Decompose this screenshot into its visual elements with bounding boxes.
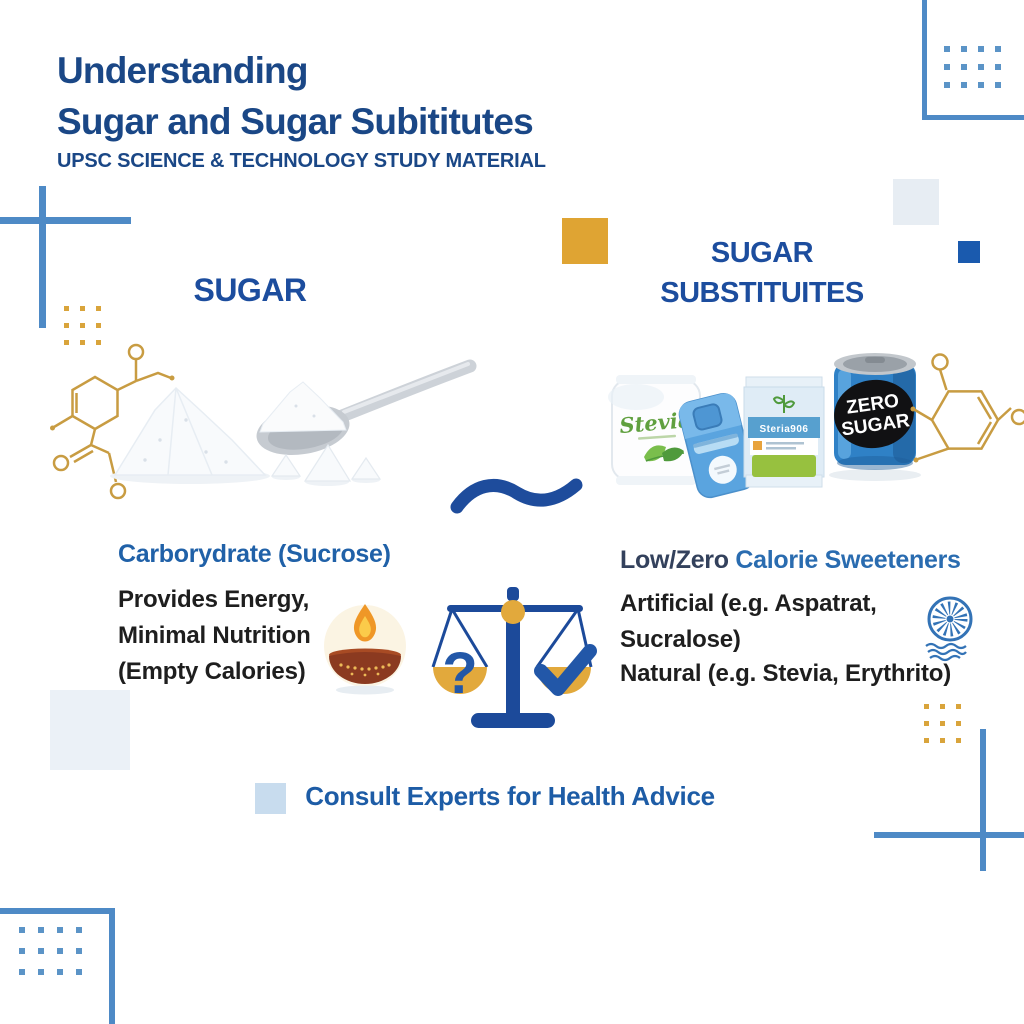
substitutes-artificial-line1: Artificial (e.g. Aspatrat, xyxy=(620,590,877,617)
decor-gold-dots-bottomright xyxy=(924,704,929,709)
decor-cross-bottomright-vertical xyxy=(980,729,986,871)
decor-lightblue-square-topright xyxy=(893,179,939,225)
sugar-fact-line2: Minimal Nutrition xyxy=(118,622,311,649)
page-subtitle: UPSC SCIENCE & TECHNOLOGY STUDY MATERIAL xyxy=(57,150,546,172)
sweetener-products-illustration: Stevia xyxy=(608,353,1024,499)
diya-lamp-icon xyxy=(324,604,406,695)
decor-square-outline-bottomleft xyxy=(0,908,115,1024)
decor-blue-dots-bottomleft xyxy=(19,927,25,933)
substitutes-type-label-dark: Low/Zero xyxy=(620,546,736,574)
substitutes-artificial-line2: Sucralose) xyxy=(620,626,741,653)
sweetener-dispenser xyxy=(678,392,755,499)
decor-cross-topleft-vertical xyxy=(39,186,46,328)
check-mark-glyph xyxy=(534,644,597,696)
substitutes-type-label-blue: Calorie Sweeteners xyxy=(735,546,961,574)
sweetener-molecule-illustration xyxy=(914,353,1024,461)
decor-cross-bottomright-horizontal xyxy=(874,832,1024,838)
sachet-plant-icon xyxy=(772,395,796,413)
decor-blue-dots-topright xyxy=(944,46,950,52)
decor-gold-square xyxy=(562,218,608,264)
substitutes-artificial: Artificial (e.g. Aspatrat, Sucralose) xyxy=(620,586,877,658)
stevia-packet: Stevia xyxy=(608,375,701,485)
decor-lightblue-square-left xyxy=(50,690,130,770)
sugar-section-heading: SUGAR xyxy=(193,272,307,308)
sachet-label: Steria906 xyxy=(760,424,809,435)
balance-scale-icon: ? xyxy=(431,587,597,728)
question-mark-glyph: ? xyxy=(442,641,477,706)
ashoka-chakra-icon xyxy=(925,596,973,662)
footer-advice: Consult Experts for Health Advice xyxy=(305,781,715,811)
sugar-fact-line1: Provides Energy, xyxy=(118,586,310,613)
page-title-line2: Sugar and Sugar Subititutes xyxy=(57,101,534,142)
substitutes-heading-line2: SUBSTITUITES xyxy=(660,277,864,309)
decor-darkblue-square xyxy=(958,241,980,263)
tilde-wave-icon xyxy=(450,478,583,514)
sugar-pile-spoon-illustration xyxy=(110,359,477,486)
substitutes-type-label: Low/Zero Calorie Sweeteners xyxy=(620,546,961,575)
substitutes-section-heading: SUGAR SUBSTITUITES xyxy=(652,233,872,313)
sugar-fact-line3: (Empty Calories) xyxy=(118,658,306,685)
zero-sugar-can: ZERO SUGAR xyxy=(829,353,921,481)
decor-cross-topleft-horizontal xyxy=(0,217,131,224)
decor-square-outline-topright xyxy=(922,0,1024,120)
substitutes-natural: Natural (e.g. Stevia, Erythrito) xyxy=(620,660,952,687)
sugar-facts: Provides Energy, Minimal Nutrition (Empt… xyxy=(118,582,311,690)
sugar-type-label: Carborydrate (Sucrose) xyxy=(118,540,391,568)
decor-gold-dots-left xyxy=(64,306,69,311)
substitutes-heading-line1: SUGAR xyxy=(710,237,814,269)
page-title-line1: Understanding xyxy=(57,50,308,91)
decor-footer-square xyxy=(255,783,286,814)
stevia-sachet: Steria906 xyxy=(743,376,825,488)
